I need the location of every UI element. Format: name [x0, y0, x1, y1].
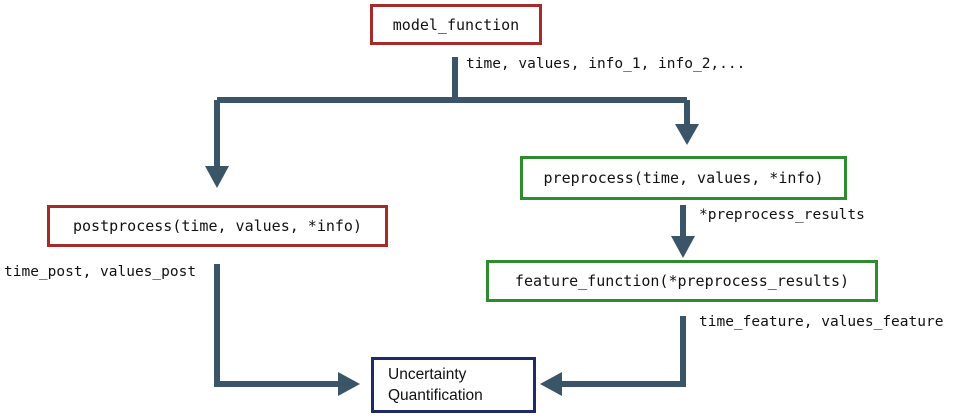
preprocess-node: preprocess(time, values, *info) [520, 156, 847, 200]
model-outputs-label: time, values, info_1, info_2,... [466, 56, 746, 72]
postprocess-node: postprocess(time, values, *info) [47, 205, 388, 247]
model-function-label: model_function [392, 15, 520, 34]
feature-outputs-label: time_feature, values_feature [699, 314, 944, 330]
feature-function-node: feature_function(*preprocess_results) [486, 260, 878, 302]
arrow-feature-to-uq [560, 316, 686, 387]
uq-label-line2: Quantification [388, 387, 483, 404]
preprocess-results-label: *preprocess_results [699, 207, 865, 223]
arrowhead-preprocess [675, 124, 699, 145]
preprocess-label: preprocess(time, values, *info) [543, 169, 824, 187]
uq-label-line1: Uncertainty [388, 366, 467, 383]
postprocess-label: postprocess(time, values, *info) [73, 217, 362, 235]
arrowhead-feature [671, 236, 695, 258]
arrowhead-uq-right [540, 372, 562, 396]
model-function-node: model_function [370, 4, 542, 45]
feature-function-label: feature_function(*preprocess_results) [514, 272, 850, 290]
arrow-post-to-uq [214, 264, 340, 387]
arrowhead-postprocess [205, 166, 229, 188]
arrowhead-uq-left [338, 372, 360, 396]
uncertainty-quantification-node: Uncertainty Quantification [371, 357, 536, 413]
post-outputs-label: time_post, values_post [4, 264, 197, 280]
